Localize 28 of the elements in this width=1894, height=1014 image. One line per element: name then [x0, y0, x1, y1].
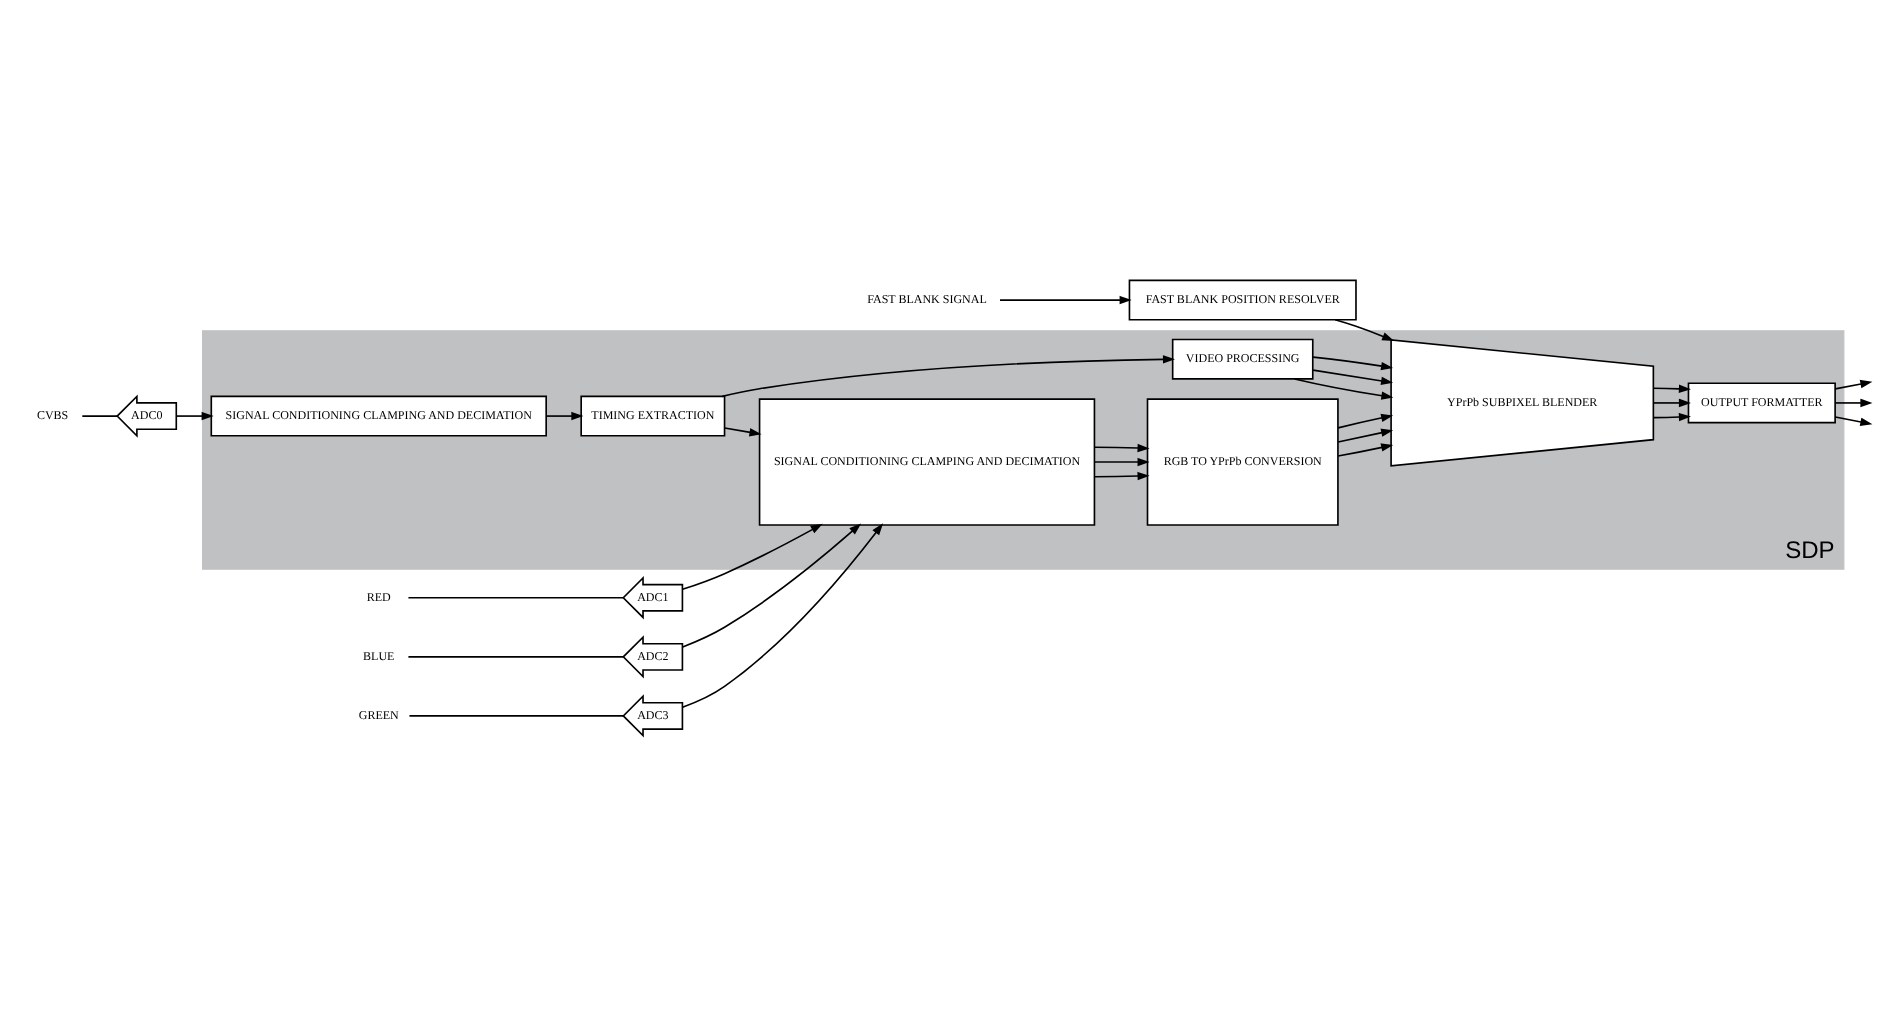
arrow: [1834, 378, 1873, 389]
connector: [407, 655, 624, 657]
connector: [408, 714, 624, 716]
arrow: [1652, 411, 1691, 421]
arrow: [1652, 383, 1691, 393]
arrow: [999, 294, 1132, 304]
arrow: [1337, 412, 1394, 428]
arrow: [1312, 355, 1394, 370]
arrow: [1652, 397, 1691, 407]
arrow: [175, 410, 214, 420]
arrow: [1834, 397, 1873, 407]
arrow: [1834, 415, 1873, 425]
arrow: [1093, 442, 1150, 452]
arrow: [1312, 368, 1394, 385]
arrow: [1337, 427, 1394, 442]
arrow: [721, 354, 1175, 397]
arrow: [1093, 456, 1150, 466]
arrow: [681, 522, 884, 708]
arrow: [1293, 377, 1394, 399]
arrow: [681, 522, 823, 590]
arrow: [1337, 442, 1394, 456]
arrow: [1093, 470, 1150, 480]
connector: [81, 414, 118, 416]
arrow: [545, 410, 584, 420]
arrow: [723, 426, 762, 436]
arrow: [1334, 318, 1395, 340]
connector: [407, 595, 624, 598]
arrow: [681, 522, 862, 647]
